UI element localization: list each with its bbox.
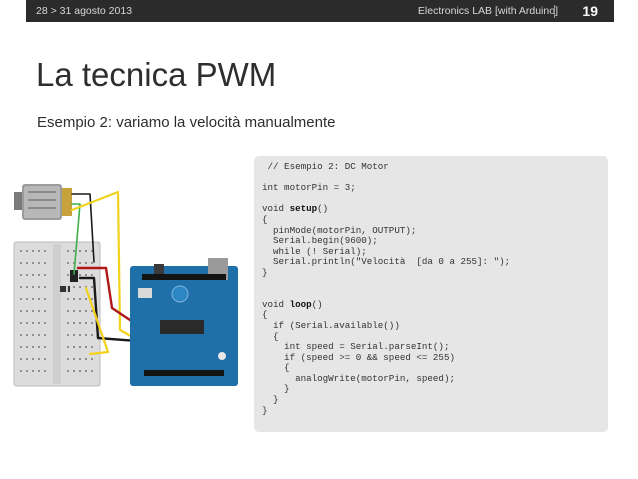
breadboard-icon (13, 241, 101, 387)
code-keyword: loop (289, 298, 312, 310)
code-line: { (262, 213, 268, 225)
code-line: int motorPin = 3; (262, 182, 356, 194)
code-token: () (317, 203, 329, 215)
dc-motor-icon (14, 184, 72, 220)
header-brand: Electronics LAB [with Arduino] (417, 5, 558, 17)
code-token: () (311, 298, 323, 310)
code-token: void (262, 298, 290, 310)
slide-subtitle: Esempio 2: variamo la velocità manualmen… (37, 114, 336, 131)
code-line: int speed = Serial.parseInt(); (262, 341, 450, 353)
slide-title: La tecnica PWM (36, 56, 277, 93)
header-bar: 28 > 31 agosto 2013 Electronics LAB [wit… (26, 0, 614, 22)
code-line: } (262, 266, 268, 278)
code-line: Serial.println("Velocità [da 0 a 255]: "… (262, 256, 511, 268)
code-line: Serial.begin(9600); (262, 235, 378, 247)
code-token: void (262, 203, 290, 215)
code-line: { (262, 330, 279, 342)
code-line: } (262, 394, 279, 406)
code-line: if (Serial.available()) (262, 319, 400, 331)
code-line: } (262, 404, 268, 416)
code-line: analogWrite(motorPin, speed); (262, 372, 455, 384)
header-divider (554, 5, 555, 18)
code-line: pinMode(motorPin, OUTPUT); (262, 224, 417, 236)
code-line (262, 279, 600, 290)
arduino-board-icon (130, 258, 238, 386)
code-line: while (! Serial); (262, 245, 367, 257)
page-number: 19 (582, 3, 598, 19)
code-line: { (262, 309, 268, 321)
code-line: // Esempio 2: DC Motor (262, 161, 389, 172)
code-line: if (speed >= 0 && speed <= 255) (262, 351, 455, 363)
code-line: void setup() (262, 204, 600, 215)
header-date: 28 > 31 agosto 2013 (36, 5, 133, 17)
code-keyword: setup (289, 203, 318, 215)
code-block: // Esempio 2: DC Motor int motorPin = 3; v… (254, 156, 608, 432)
code-line: { (262, 362, 290, 374)
code-line: } (262, 383, 290, 395)
circuit-illustration (13, 184, 238, 387)
code-line: void loop() (262, 298, 600, 311)
